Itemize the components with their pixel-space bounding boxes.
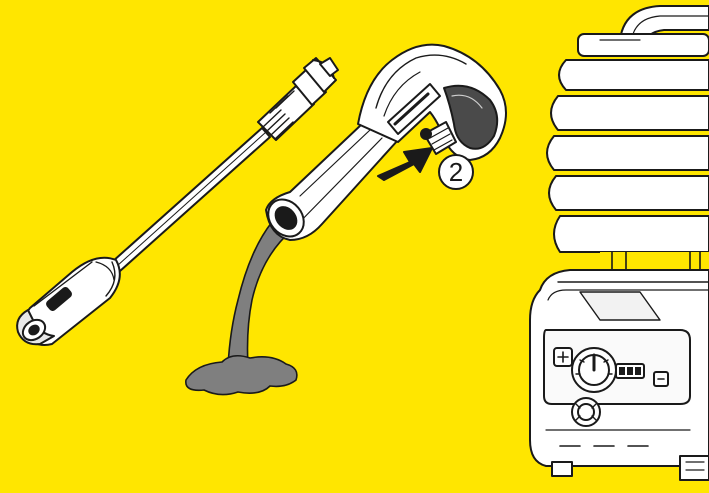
pressure-dial-icon xyxy=(572,348,616,392)
trigger-gun xyxy=(261,45,506,244)
step-number: 2 xyxy=(449,157,463,187)
washer-hose-reel xyxy=(547,34,709,252)
water-stream xyxy=(228,222,292,366)
pressure-washer xyxy=(530,6,709,480)
water-drain xyxy=(186,222,297,395)
detergent-knob-icon xyxy=(572,398,600,426)
washer-wheel xyxy=(680,456,709,480)
indicator-lights xyxy=(616,364,644,378)
step-number-badge: 2 xyxy=(439,155,473,189)
washer-foot-left xyxy=(552,462,572,476)
water-puddle xyxy=(186,356,297,395)
